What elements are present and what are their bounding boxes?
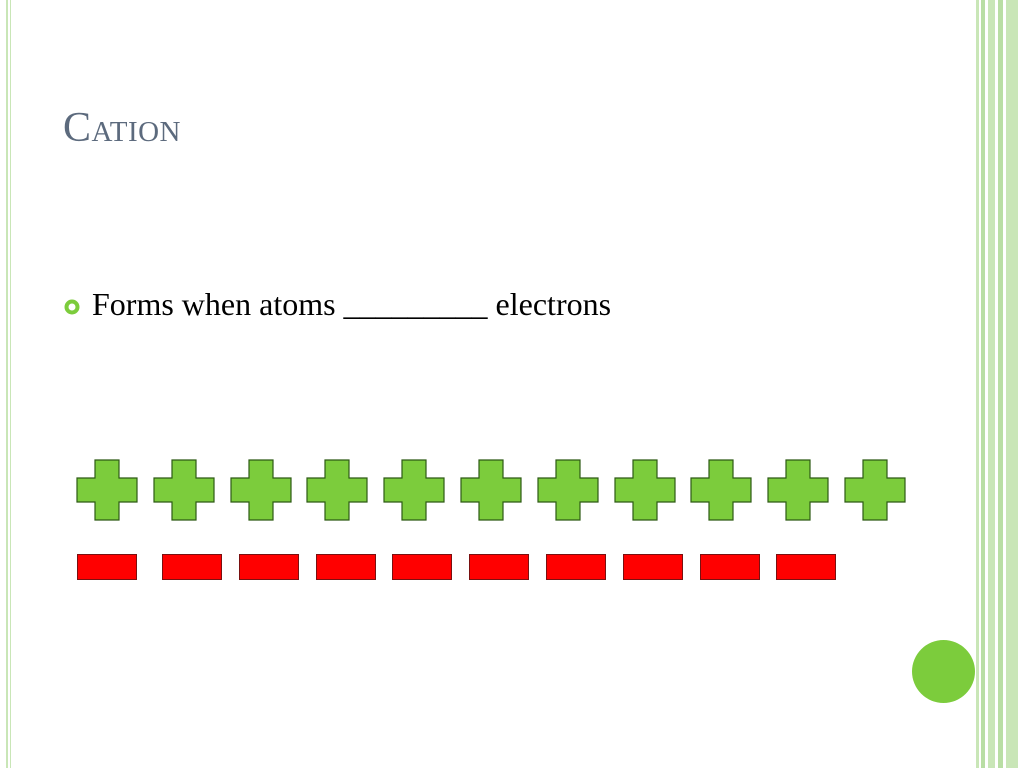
plus-icon [537, 459, 599, 521]
plus-icon [76, 459, 138, 521]
plus-icon [844, 459, 906, 521]
minus-icon [776, 554, 837, 580]
plus-icon [460, 459, 522, 521]
minus-icon [162, 554, 222, 580]
positive-charges-row [0, 459, 1024, 523]
left-border-line [10, 0, 11, 768]
negative-charges-row [0, 553, 1024, 583]
right-decor-stripe [998, 0, 1003, 768]
minus-icon [77, 554, 137, 580]
plus-icon [690, 459, 752, 521]
ring-bullet-icon [64, 299, 80, 314]
minus-icon [699, 554, 760, 580]
decorative-circle [912, 640, 975, 703]
left-border-line [6, 0, 8, 768]
minus-icon [546, 554, 606, 580]
plus-icon [613, 459, 676, 521]
plus-icon [229, 459, 292, 521]
minus-icon [238, 554, 299, 580]
plus-icon [153, 459, 215, 521]
slide-title: Cation [63, 105, 181, 151]
bullet-text: Forms when atoms _________ electrons [92, 286, 612, 322]
right-decor-stripe [981, 0, 985, 768]
plus-icon [383, 459, 445, 521]
minus-icon [392, 554, 453, 580]
plus-icon [306, 459, 368, 521]
bullet-item: Forms when atoms _________ electrons [64, 286, 611, 323]
right-decor-stripe [976, 0, 979, 768]
plus-icon [767, 459, 829, 521]
right-decor-stripe [988, 0, 995, 768]
minus-icon [469, 554, 530, 580]
minus-icon [622, 554, 683, 580]
right-decor-stripe [1006, 0, 1018, 768]
minus-icon [315, 554, 376, 580]
